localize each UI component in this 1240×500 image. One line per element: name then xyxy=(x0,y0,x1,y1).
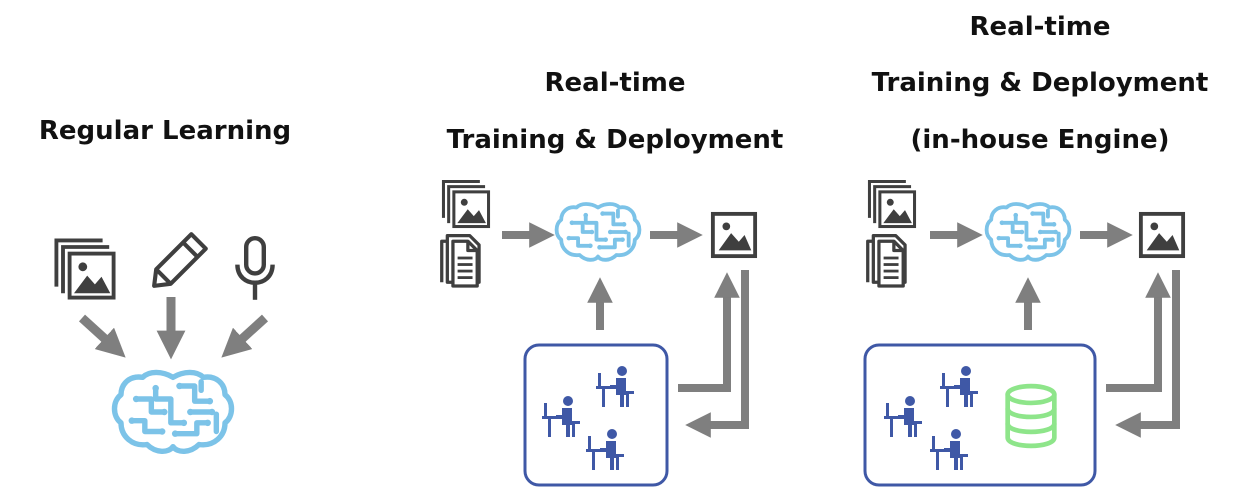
engine-box xyxy=(863,343,1097,487)
image-icon xyxy=(1138,211,1186,259)
brain-icon xyxy=(554,202,642,262)
panel-1-title: Regular Learning xyxy=(38,116,292,146)
image-icon xyxy=(710,211,758,259)
images-icon xyxy=(441,179,491,229)
arrow-team-to-image xyxy=(678,272,740,392)
team-box xyxy=(523,343,669,487)
panel-3-title-line-1: Real-time xyxy=(969,12,1111,42)
arrow-engine-to-image xyxy=(1106,272,1171,392)
input-arrows xyxy=(78,297,269,360)
panel-realtime-inhouse xyxy=(863,179,1186,487)
panel-3-title-line-2: Training & Deployment xyxy=(871,68,1209,98)
arrow-image-to-team xyxy=(685,270,749,438)
panel-realtime xyxy=(440,179,758,487)
images-icon xyxy=(54,238,116,300)
panel-2-title-line-1: Real-time xyxy=(544,68,686,98)
brain-icon xyxy=(984,202,1072,262)
panel-3-title-line-3: (in-house Engine) xyxy=(910,125,1170,155)
document-icon xyxy=(440,233,481,288)
panel-2-title-line-2: Training & Deployment xyxy=(446,125,784,155)
pencil-icon xyxy=(154,234,206,286)
microphone-icon xyxy=(237,238,272,300)
panel-regular-learning xyxy=(54,234,272,451)
images-icon xyxy=(867,179,917,229)
brain-icon xyxy=(115,372,232,451)
document-icon xyxy=(866,233,907,288)
arrow-image-to-engine xyxy=(1115,270,1180,438)
